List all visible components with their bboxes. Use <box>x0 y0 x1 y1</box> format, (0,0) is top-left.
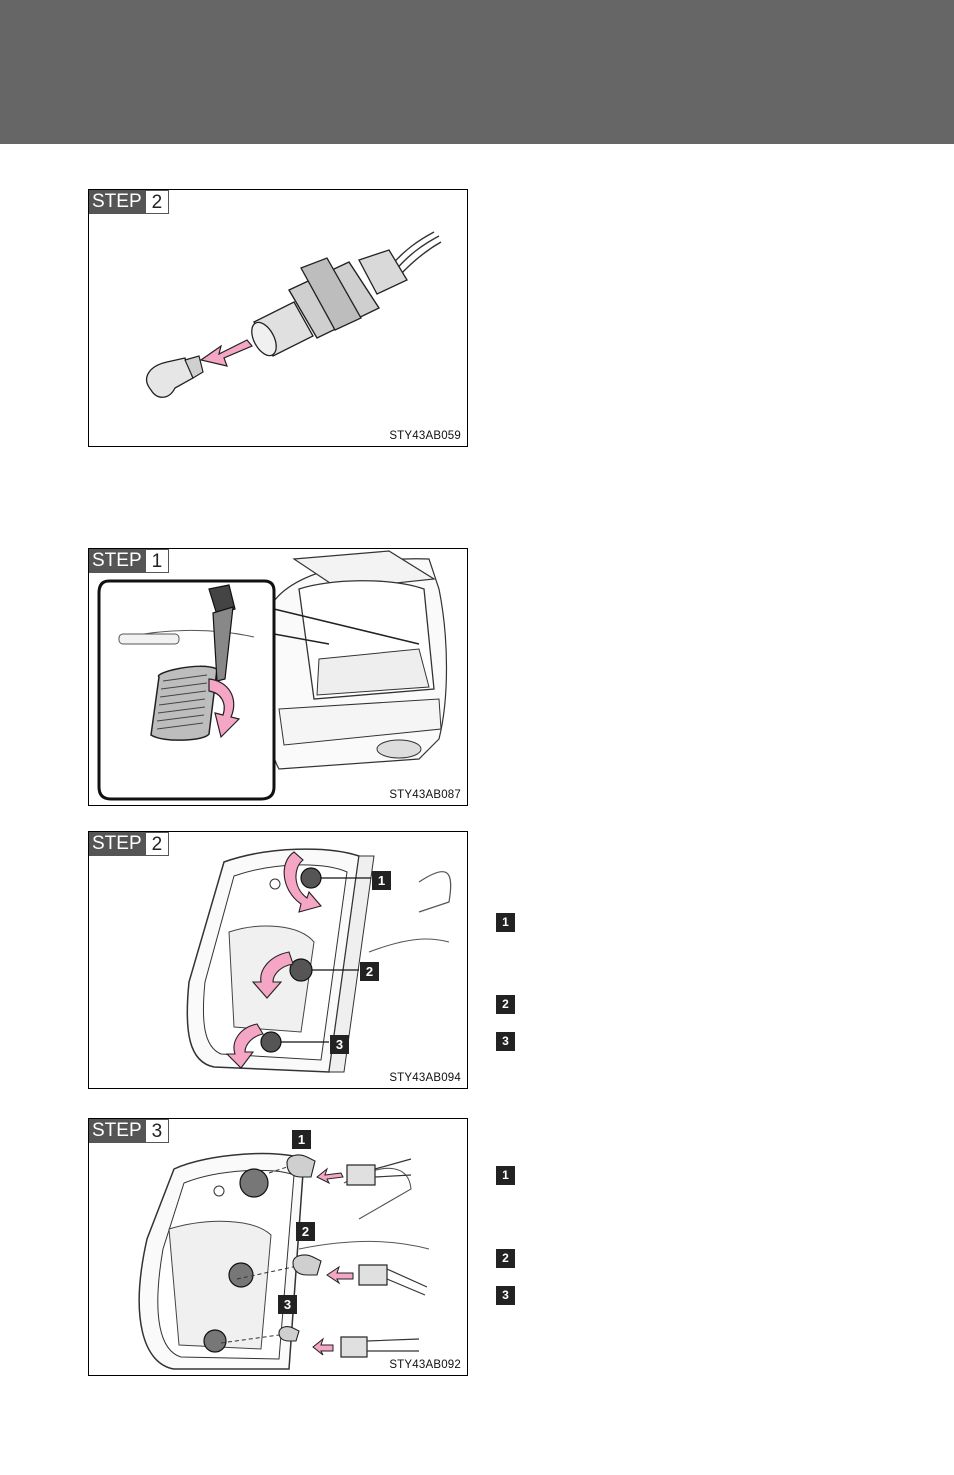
side-marker-a1: 1 <box>496 913 515 932</box>
side-marker-b2: 2 <box>496 1249 515 1268</box>
figure-code: STY43AB094 <box>389 1072 461 1084</box>
side-marker-a3: 3 <box>496 1032 515 1051</box>
side-marker-b3: 3 <box>496 1286 515 1305</box>
step-word: STEP <box>89 1119 146 1143</box>
figure-code: STY43AB092 <box>389 1359 461 1371</box>
callout-1: 1 <box>292 1130 311 1149</box>
callout-3: 3 <box>330 1035 349 1054</box>
side-marker-b1: 1 <box>496 1166 515 1185</box>
figure-step2-bulb-removal: STEP 2 STY43AB059 <box>88 189 468 447</box>
tail-light-bulbs-illustration <box>138 1152 430 1370</box>
step-word: STEP <box>89 549 146 573</box>
bulb-socket-illustration <box>146 231 442 398</box>
figure-step3-bulb-replace: 1 2 3 STEP 3 STY43AB092 <box>88 1118 468 1376</box>
callout-2: 2 <box>360 962 379 981</box>
callout-1: 1 <box>372 871 391 890</box>
step-tag: STEP 3 <box>89 1119 170 1143</box>
step-tag: STEP 1 <box>89 549 170 573</box>
step-word: STEP <box>89 190 146 214</box>
step-tag: STEP 2 <box>89 832 170 856</box>
callout-2: 2 <box>296 1222 315 1241</box>
callout-3: 3 <box>278 1295 297 1314</box>
figure-step2-socket-turn: 1 2 3 STEP 2 STY43AB094 <box>88 831 468 1089</box>
step-tag: STEP 2 <box>89 190 170 214</box>
tail-light-sockets-illustration <box>186 848 452 1073</box>
step-word: STEP <box>89 832 146 856</box>
figure-code: STY43AB059 <box>389 430 461 442</box>
rear-cover-illustration <box>97 550 448 801</box>
page-header-band <box>0 0 954 144</box>
step-number: 1 <box>145 549 170 573</box>
step-number: 3 <box>145 1119 170 1143</box>
figure-step1-cover-removal: STEP 1 STY43AB087 <box>88 548 468 806</box>
step-number: 2 <box>145 190 170 214</box>
figure-code: STY43AB087 <box>389 789 461 801</box>
side-marker-a2: 2 <box>496 995 515 1014</box>
step-number: 2 <box>145 832 170 856</box>
